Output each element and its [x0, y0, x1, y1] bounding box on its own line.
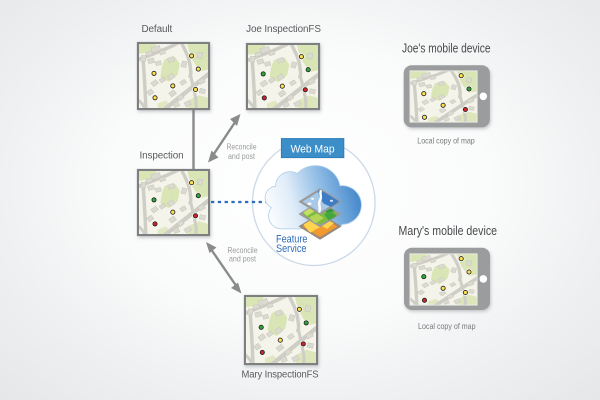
svg-text:Web Map: Web Map [291, 143, 335, 155]
svg-text:and post: and post [229, 255, 257, 264]
svg-text:Service: Service [276, 243, 307, 255]
svg-text:Joe InspectionFS: Joe InspectionFS [246, 24, 321, 35]
svg-text:Feature: Feature [276, 234, 308, 246]
svg-text:Reconcile: Reconcile [227, 143, 257, 152]
svg-text:Joe's mobile device: Joe's mobile device [402, 41, 491, 56]
svg-text:Inspection: Inspection [140, 151, 184, 162]
svg-text:Mary's mobile device: Mary's mobile device [399, 223, 498, 238]
svg-text:Mary InspectionFS: Mary InspectionFS [242, 370, 319, 381]
svg-text:Reconcile: Reconcile [228, 246, 258, 255]
svg-text:Local copy of map: Local copy of map [417, 136, 475, 146]
svg-text:and post: and post [228, 152, 256, 161]
svg-text:Default: Default [142, 24, 173, 35]
svg-text:Local copy of map: Local copy of map [418, 321, 476, 331]
